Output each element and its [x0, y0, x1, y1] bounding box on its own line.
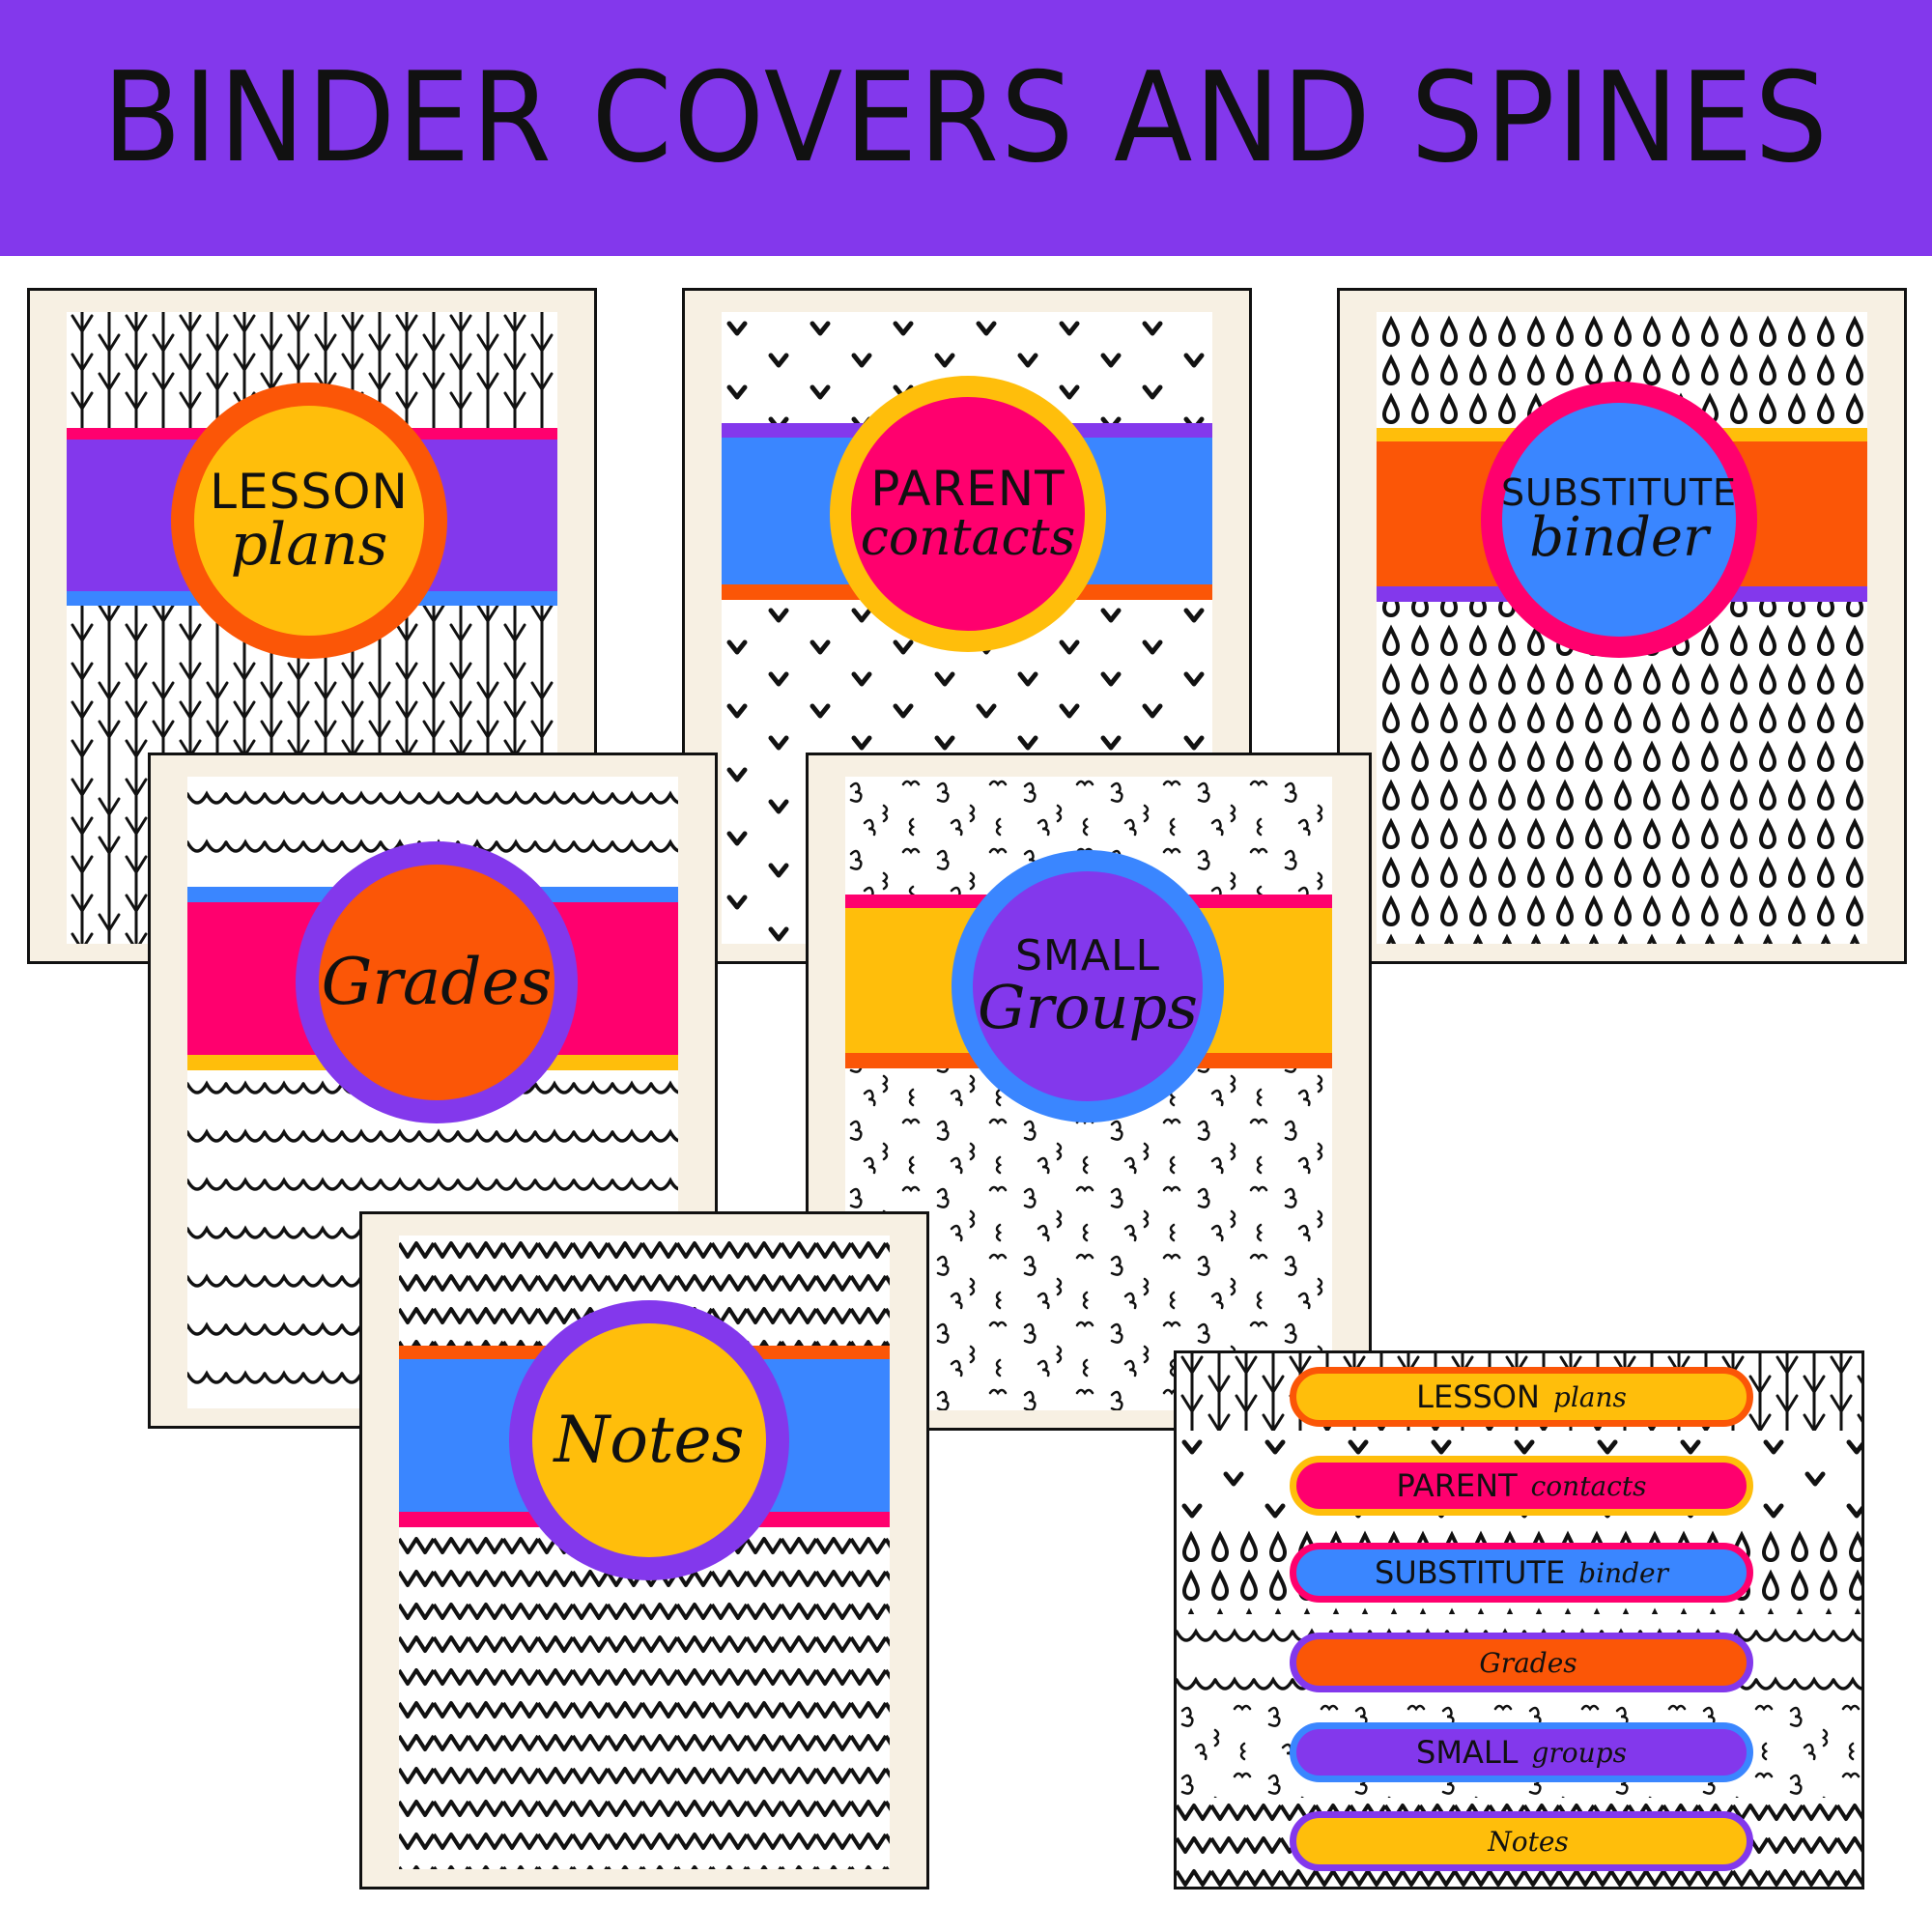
cover-subtitle: contacts — [860, 509, 1076, 567]
cover-subtitle: plans — [230, 511, 388, 579]
spine-title: SMALL — [1416, 1734, 1519, 1771]
cover-title: PARENT — [870, 461, 1065, 517]
cover-title: SMALL — [1014, 931, 1161, 980]
label-circle: LESSON plans — [171, 383, 447, 659]
spine-subtitle: Grades — [1479, 1646, 1577, 1679]
page-title: BINDER COVERS AND SPINES — [102, 46, 1830, 190]
spine-small-groups: SMALL groups — [1290, 1722, 1753, 1782]
cover-notes: Notes — [359, 1211, 929, 1889]
spine-grades: Grades — [1290, 1633, 1753, 1692]
label-circle: Grades — [296, 841, 578, 1123]
spine-subtitle: groups — [1531, 1736, 1627, 1769]
cover-subtitle: Notes — [554, 1403, 745, 1477]
spine-title: LESSON — [1416, 1378, 1540, 1415]
cover-title: SUBSTITUTE — [1500, 471, 1738, 514]
cover-subtitle: Grades — [321, 945, 553, 1019]
cover-sheet: SUBSTITUTE binder — [1377, 312, 1867, 944]
spine-notes: Notes — [1290, 1811, 1753, 1871]
spine-subtitle: binder — [1578, 1556, 1668, 1589]
cover-sheet: Notes — [399, 1236, 890, 1869]
spine-subtitle: Notes — [1488, 1825, 1569, 1858]
header-banner: BINDER COVERS AND SPINES — [0, 0, 1932, 256]
cover-subtitle: binder — [1529, 506, 1709, 569]
label-circle: SMALL Groups — [952, 850, 1224, 1122]
cover-substitute-binder: SUBSTITUTE binder — [1337, 288, 1907, 964]
spine-subtitle: contacts — [1530, 1469, 1647, 1502]
cover-title: LESSON — [210, 464, 409, 520]
spine-subtitle: plans — [1552, 1380, 1627, 1413]
spine-substitute-binder: SUBSTITUTE binder — [1290, 1543, 1753, 1603]
spine-parent-contacts: PARENT contacts — [1290, 1456, 1753, 1516]
spine-lesson-plans: LESSON plans — [1290, 1367, 1753, 1427]
spines-panel: LESSON plans PARENT contacts SUBSTITUTE … — [1174, 1350, 1864, 1889]
spine-title: SUBSTITUTE — [1375, 1554, 1566, 1591]
label-circle: PARENT contacts — [830, 376, 1106, 652]
label-circle: SUBSTITUTE binder — [1481, 382, 1757, 658]
spine-title: PARENT — [1396, 1467, 1518, 1504]
label-circle: Notes — [509, 1300, 789, 1580]
cover-subtitle: Groups — [978, 972, 1198, 1042]
